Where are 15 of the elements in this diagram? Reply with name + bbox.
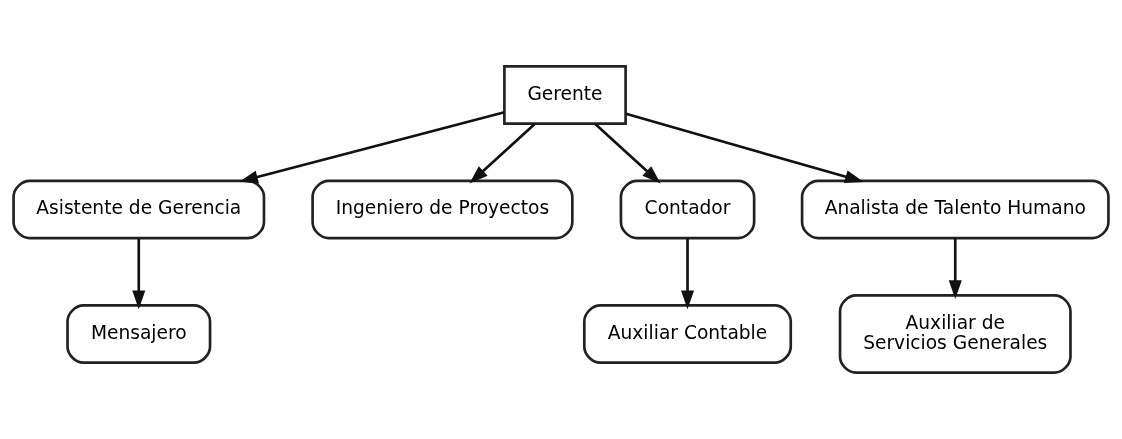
node-box: Asistente de Gerencia bbox=[12, 179, 266, 240]
node-box: Gerente bbox=[503, 65, 627, 125]
node-box: Contador bbox=[619, 179, 756, 240]
node-box: Mensajero bbox=[66, 304, 212, 364]
node-box: Analista de Talento Humano bbox=[800, 179, 1110, 240]
arrow bbox=[948, 238, 962, 300]
arrow bbox=[594, 122, 661, 184]
arrow bbox=[625, 112, 864, 184]
node-box: Ingeniero de Proyectos bbox=[311, 179, 574, 240]
arrow bbox=[681, 238, 695, 310]
node-box: Auxiliar de Servicios Generales bbox=[838, 294, 1072, 374]
arrow bbox=[132, 238, 146, 310]
node-box: Auxiliar Contable bbox=[582, 304, 793, 364]
arrow bbox=[469, 122, 536, 184]
arrow bbox=[239, 110, 505, 184]
